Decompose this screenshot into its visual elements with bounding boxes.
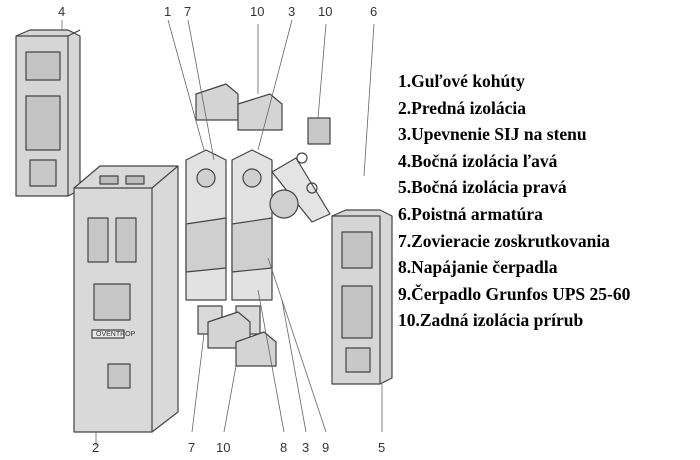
- legend-item: 3.Upevnenie SIJ na stenu: [398, 124, 587, 145]
- callout-top-4: 4: [58, 4, 65, 19]
- rear-flange-insulation: [195, 83, 283, 367]
- legend-item: 9.Čerpadlo Grunfos UPS 25-60: [398, 283, 631, 304]
- callout-bottom-7: 7: [188, 440, 195, 455]
- front-insulation: [73, 165, 179, 433]
- callout-bottom-2: 2: [92, 440, 99, 455]
- callout-top-1: 1: [164, 4, 171, 19]
- device-label: OVENTROP: [96, 331, 136, 338]
- callout-top-10: 10: [250, 4, 264, 19]
- callout-top-10b: 10: [318, 4, 332, 19]
- callout-bottom-10: 10: [216, 440, 230, 455]
- callout-bottom-9: 9: [322, 440, 329, 455]
- safety-valve: [269, 117, 331, 223]
- legend-item: 6.Poistná armatúra: [398, 203, 543, 224]
- callout-bottom-5: 5: [378, 440, 385, 455]
- callout-top-6: 6: [370, 4, 377, 19]
- legend-item: 5.Bočná izolácia pravá: [398, 177, 567, 198]
- legend-item: 10.Zadná izolácia prírub: [398, 310, 584, 331]
- callout-bottom-3: 3: [302, 440, 309, 455]
- parts-legend: 1.Guľové kohúty 2.Predná izolácia 3.Upev…: [398, 68, 698, 334]
- leader-lines: [61, 19, 383, 446]
- left-side-insulation: [15, 29, 81, 197]
- callout-top-7: 7: [184, 4, 191, 19]
- callout-bottom-8: 8: [280, 440, 287, 455]
- legend-item: 7.Zovieracie zoskrutkovania: [398, 230, 610, 251]
- legend-item: 1.Guľové kohúty: [398, 71, 525, 91]
- pump-assembly: [185, 149, 273, 335]
- legend-item: 2.Predná izolácia: [398, 97, 526, 118]
- legend-item: 8.Napájanie čerpadla: [398, 257, 558, 278]
- legend-item: 4.Bočná izolácia ľavá: [398, 150, 558, 171]
- right-side-insulation: [331, 209, 393, 385]
- callout-top-3: 3: [288, 4, 295, 19]
